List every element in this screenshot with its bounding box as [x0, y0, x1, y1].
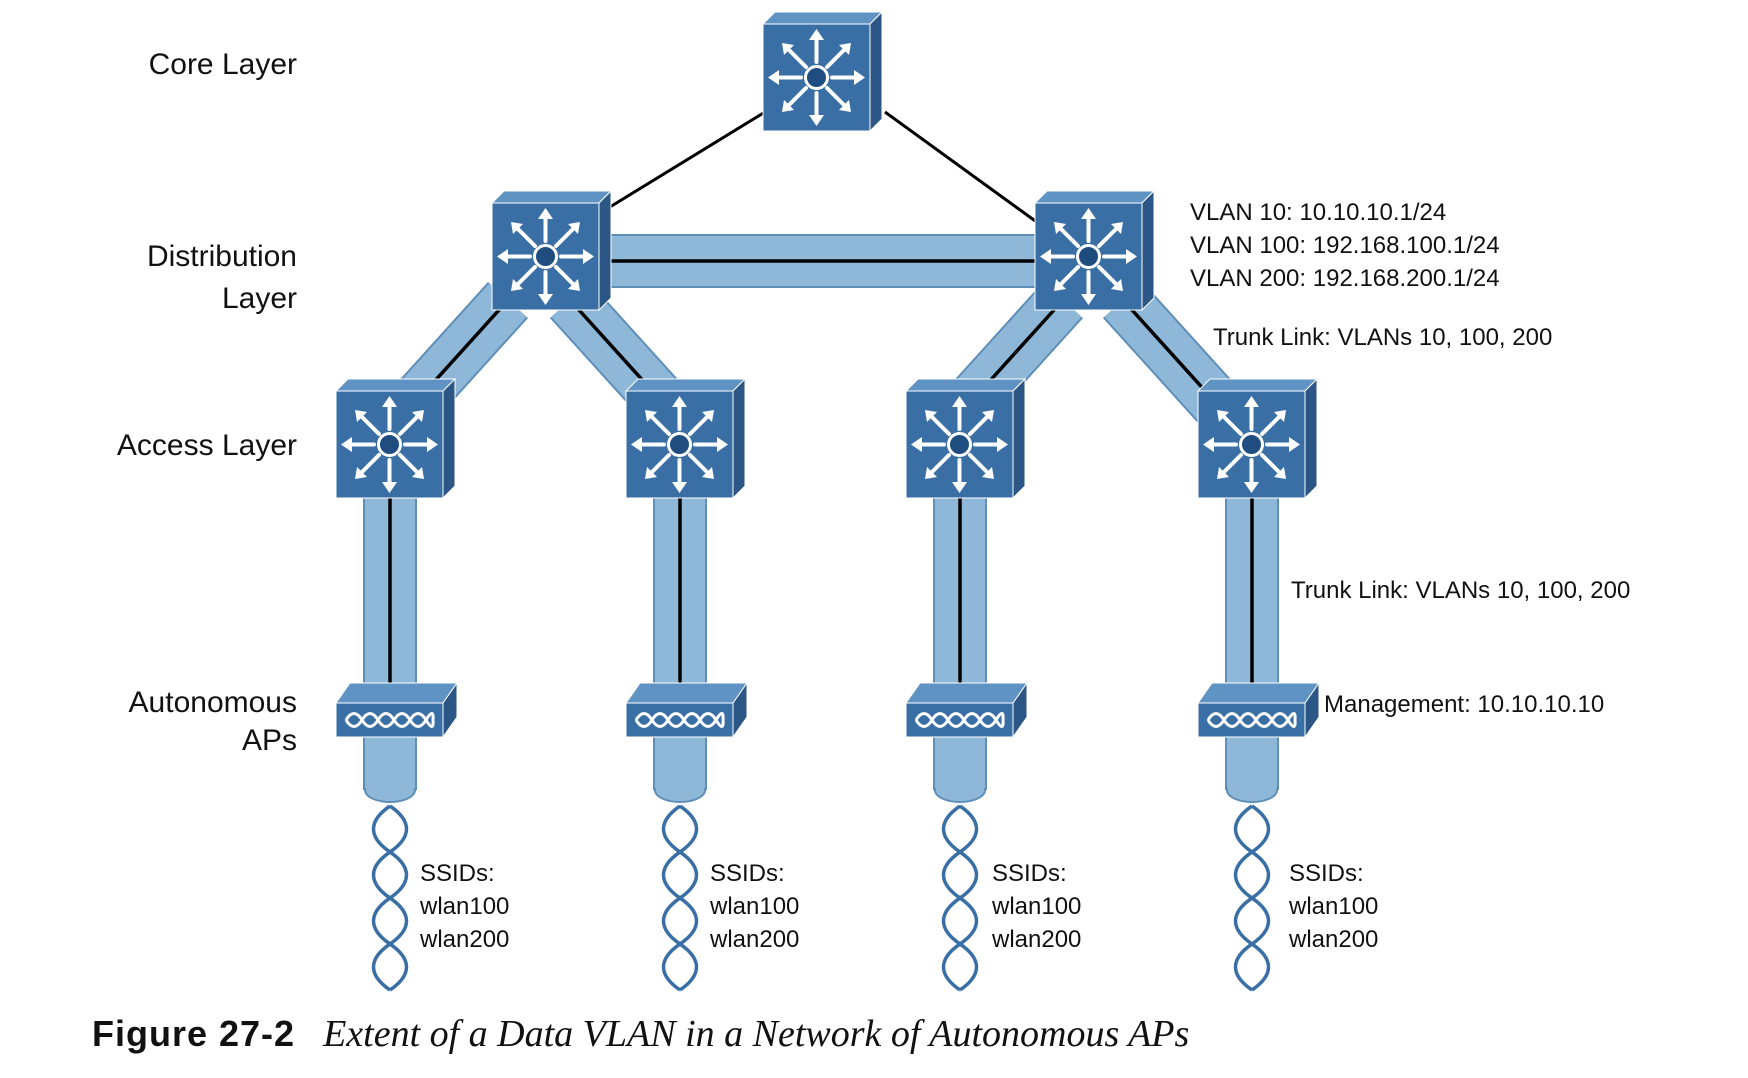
network-diagram: Core Layer Distribution Layer Access Lay… — [117, 10, 1630, 992]
ssid-group-4: SSIDs: wlan100 wlan200 — [1288, 860, 1378, 953]
trunk-link-upper-label: Trunk Link: VLANs 10, 100, 200 — [1213, 324, 1552, 351]
core-switch-icon — [761, 10, 884, 133]
ssid-wlan200: wlan200 — [1288, 926, 1378, 953]
management-label: Management: 10.10.10.10 — [1324, 691, 1604, 718]
wireless-signal-3-icon — [941, 804, 979, 992]
access-switch-3-icon — [904, 377, 1027, 500]
access-layer-label: Access Layer — [117, 429, 297, 462]
ssid-wlan100: wlan100 — [1288, 893, 1378, 920]
access-switch-2-icon — [624, 377, 747, 500]
access-point-3-icon — [904, 681, 1029, 739]
ssid-wlan200: wlan200 — [709, 926, 799, 953]
ssid-group-2: SSIDs: wlan100 wlan200 — [709, 860, 799, 953]
figure-title: Extent of a Data VLAN in a Network of Au… — [323, 1013, 1190, 1055]
distribution-layer-label-line2: Layer — [222, 282, 297, 315]
access-point-2-icon — [624, 681, 749, 739]
ssid-heading: SSIDs: — [1289, 860, 1364, 887]
core-link-right — [884, 110, 1039, 225]
ssid-heading: SSIDs: — [420, 860, 495, 887]
wireless-signal-4-icon — [1233, 804, 1271, 992]
vlan10-note: VLAN 10: 10.10.10.1/24 — [1190, 199, 1446, 226]
ssid-group-3: SSIDs: wlan100 wlan200 — [991, 860, 1081, 953]
autonomous-aps-label-line1: Autonomous — [129, 686, 297, 719]
autonomous-aps-label-line2: APs — [242, 724, 297, 757]
ssid-wlan100: wlan100 — [709, 893, 799, 920]
vlan200-note: VLAN 200: 192.168.200.1/24 — [1190, 265, 1500, 292]
core-layer-label: Core Layer — [149, 48, 297, 81]
access-point-1-icon — [334, 681, 459, 739]
distribution-switch-left-icon — [490, 189, 613, 312]
core-link-left — [604, 110, 766, 212]
ssid-wlan100: wlan100 — [991, 893, 1081, 920]
ssid-group-1: SSIDs: wlan100 wlan200 — [419, 860, 509, 953]
figure-caption: Figure 27-2 Extent of a Data VLAN in a Ne… — [92, 1012, 1189, 1056]
trunk-bands — [363, 234, 1279, 803]
wireless-signal-1-icon — [371, 804, 409, 992]
access-switch-1-icon — [334, 377, 457, 500]
vlan100-note: VLAN 100: 192.168.100.1/24 — [1190, 232, 1500, 259]
ssid-wlan200: wlan200 — [991, 926, 1081, 953]
ssid-heading: SSIDs: — [992, 860, 1067, 887]
distribution-layer-label-line1: Distribution — [147, 240, 297, 273]
distribution-switch-right-icon — [1033, 189, 1156, 312]
figure-number: Figure 27-2 — [92, 1013, 296, 1054]
wireless-signal-2-icon — [661, 804, 699, 992]
ssid-wlan100: wlan100 — [419, 893, 509, 920]
access-point-4-icon — [1196, 681, 1321, 739]
ssid-heading: SSIDs: — [710, 860, 785, 887]
trunk-link-lower-label: Trunk Link: VLANs 10, 100, 200 — [1291, 577, 1630, 604]
ssid-wlan200: wlan200 — [419, 926, 509, 953]
access-switch-4-icon — [1196, 377, 1319, 500]
